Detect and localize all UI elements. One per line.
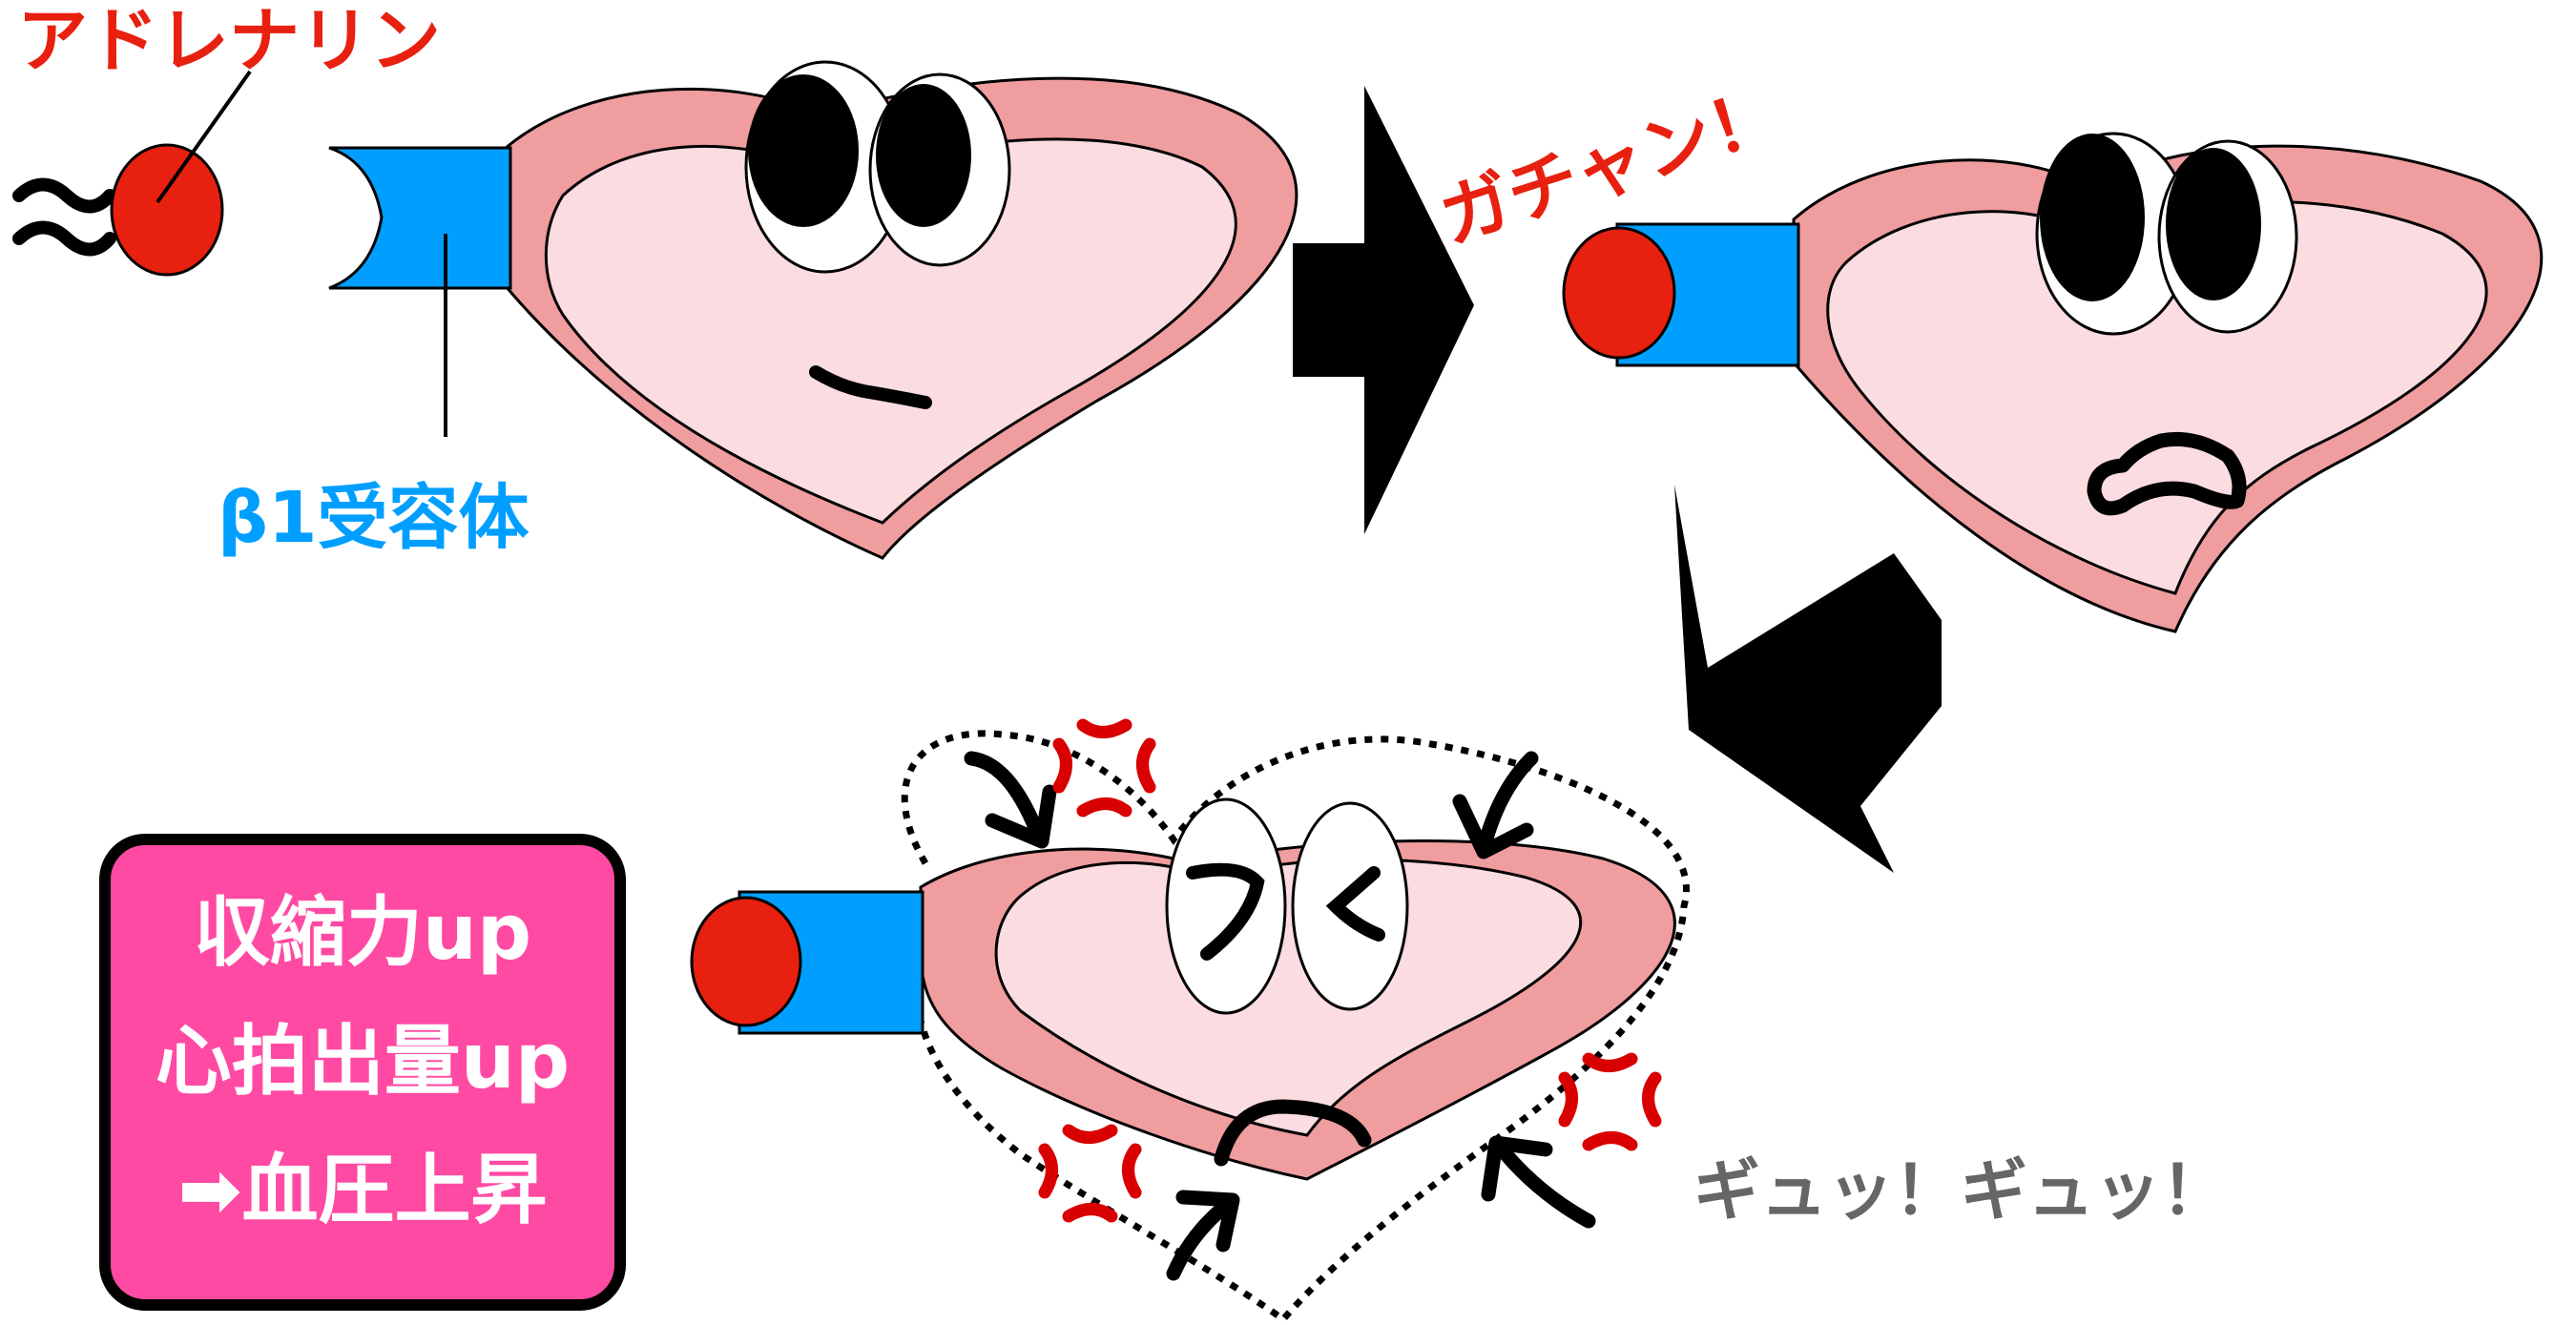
beta1-receptor-label: β1受容体: [218, 477, 529, 559]
effect-line-cardiac-output: 心拍出量up: [156, 1017, 570, 1106]
squeeze-arrow-icon: [1488, 1143, 1589, 1221]
anger-mark-icon: [1045, 1130, 1135, 1216]
adrenaline-molecule: [112, 145, 222, 275]
adrenaline-label: アドレナリン: [17, 0, 441, 82]
squeeze-arrow-icon: [1174, 1197, 1233, 1273]
adrenaline-molecule-bound: [1564, 228, 1674, 358]
panel-3-contraction: [692, 725, 1686, 1319]
arrow-right-icon: [1293, 86, 1474, 534]
panel-1-before-binding: [19, 62, 1297, 558]
squeeze-arrow-icon: [1460, 758, 1531, 852]
motion-lines-icon: [19, 185, 110, 250]
heart-eye-pupil-left: [748, 74, 859, 227]
arrow-down-left-icon: [1674, 485, 1942, 873]
squeeze-sound-label: ギュッ！ギュッ！: [1693, 1151, 2228, 1230]
heart-eye-pupil-right: [876, 84, 971, 227]
anger-mark-icon: [1565, 1059, 1655, 1145]
effect-summary-box: 収縮力up 心拍出量up ➡血圧上昇: [105, 839, 620, 1305]
heart-eye-white-left: [1167, 799, 1285, 1013]
squeeze-arrow-icon: [971, 758, 1049, 841]
effect-line-blood-pressure: ➡血圧上昇: [177, 1146, 547, 1234]
heart-eye-white-right: [1293, 803, 1407, 1009]
heart-eye-pupil-left: [2040, 134, 2145, 301]
beta1-receptor-open: [329, 148, 510, 288]
adrenaline-molecule-bound: [692, 898, 800, 1025]
heart-eye-pupil-right: [2166, 148, 2261, 300]
effect-line-contractility: 収縮力up: [194, 888, 531, 977]
panel-2-binding: [1564, 134, 2542, 631]
